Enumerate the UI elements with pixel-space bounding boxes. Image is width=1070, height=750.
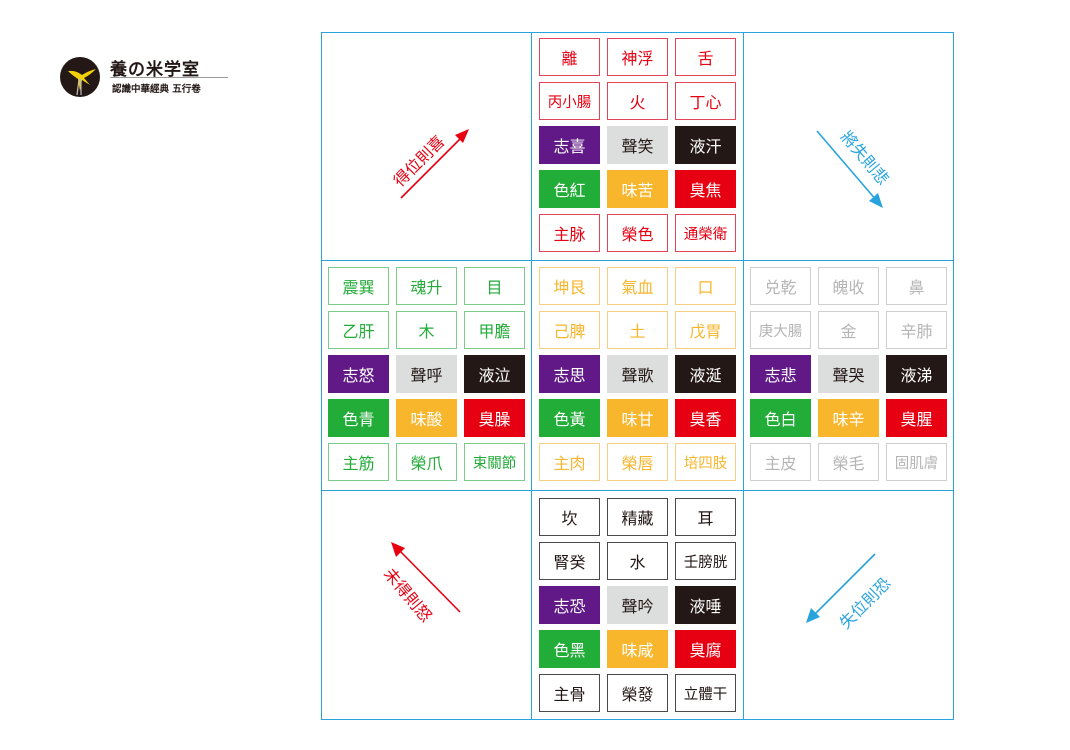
attribute-cell: 聲歌 <box>607 355 668 393</box>
element-block-fire: 離神浮舌丙小腸火丁心志喜聲笑液汗色紅味苦臭焦主脉榮色通榮衛 <box>539 38 736 252</box>
attribute-cell: 金 <box>818 311 879 349</box>
attribute-cell: 精藏 <box>607 498 668 536</box>
attribute-cell: 色紅 <box>539 170 600 208</box>
element-block-wood: 震巽魂升目乙肝木甲膽志怒聲呼液泣色青味酸臭臊主筋榮爪束關節 <box>328 267 525 481</box>
attribute-cell: 辛肺 <box>886 311 947 349</box>
attribute-cell: 坤艮 <box>539 267 600 305</box>
attribute-cell: 水 <box>607 542 668 580</box>
attribute-cell: 液唾 <box>675 586 736 624</box>
attribute-cell: 液泣 <box>464 355 525 393</box>
attribute-cell: 味酸 <box>396 399 457 437</box>
attribute-cell: 甲膽 <box>464 311 525 349</box>
attribute-cell: 戊胃 <box>675 311 736 349</box>
attribute-cell: 臭香 <box>675 399 736 437</box>
arrow-down-right-icon <box>816 130 883 208</box>
attribute-cell: 味辛 <box>818 399 879 437</box>
attribute-cell: 臭腥 <box>886 399 947 437</box>
attribute-cell: 榮爪 <box>396 443 457 481</box>
element-block-metal: 兑乾魄收鼻庚大腸金辛肺志悲聲哭液涕色白味辛臭腥主皮榮毛固肌膚 <box>750 267 947 481</box>
attribute-cell: 魄收 <box>818 267 879 305</box>
element-block-water: 坎精藏耳腎癸水壬膀胱志恐聲吟液唾色黑味咸臭腐主骨榮發立體干 <box>539 498 736 712</box>
logo-subtitle: 認識中華經典 五行卷 <box>112 84 201 95</box>
attribute-cell: 聲吟 <box>607 586 668 624</box>
attribute-cell: 主肉 <box>539 443 600 481</box>
attribute-cell: 志恐 <box>539 586 600 624</box>
attribute-cell: 志怒 <box>328 355 389 393</box>
attribute-cell: 壬膀胱 <box>675 542 736 580</box>
attribute-cell: 榮毛 <box>818 443 879 481</box>
attribute-cell: 耳 <box>675 498 736 536</box>
attribute-cell: 火 <box>607 82 668 120</box>
bird-logo-icon <box>60 57 100 97</box>
attribute-cell: 液涎 <box>675 355 736 393</box>
attribute-cell: 舌 <box>675 38 736 76</box>
attribute-cell: 震巽 <box>328 267 389 305</box>
attribute-cell: 榮色 <box>607 214 668 252</box>
attribute-cell: 兑乾 <box>750 267 811 305</box>
attribute-cell: 己脾 <box>539 311 600 349</box>
attribute-cell: 色黑 <box>539 630 600 668</box>
element-block-earth: 坤艮氣血口己脾土戊胃志思聲歌液涎色黃味甘臭香主肉榮唇培四肢 <box>539 267 736 481</box>
attribute-cell: 主筋 <box>328 443 389 481</box>
attribute-cell: 主骨 <box>539 674 600 712</box>
attribute-cell: 束關節 <box>464 443 525 481</box>
corner-bottom-right: 失位則恐 <box>791 542 911 652</box>
attribute-cell: 固肌膚 <box>886 443 947 481</box>
attribute-cell: 色黃 <box>539 399 600 437</box>
attribute-cell: 鼻 <box>886 267 947 305</box>
attribute-cell: 色白 <box>750 399 811 437</box>
attribute-cell: 臭焦 <box>675 170 736 208</box>
attribute-cell: 目 <box>464 267 525 305</box>
attribute-cell: 色青 <box>328 399 389 437</box>
attribute-cell: 魂升 <box>396 267 457 305</box>
five-elements-grid: 得位則喜 將失則悲 未得則怒 失位則恐 離神浮舌丙小腸火丁心志喜聲笑液汗色紅味苦… <box>321 32 954 720</box>
attribute-cell: 培四肢 <box>675 443 736 481</box>
attribute-cell: 腎癸 <box>539 542 600 580</box>
attribute-cell: 液汗 <box>675 126 736 164</box>
attribute-cell: 庚大腸 <box>750 311 811 349</box>
attribute-cell: 木 <box>396 311 457 349</box>
attribute-cell: 榮發 <box>607 674 668 712</box>
region-bottom-right <box>743 490 954 720</box>
attribute-cell: 離 <box>539 38 600 76</box>
attribute-cell: 神浮 <box>607 38 668 76</box>
arrow-down-left-icon <box>806 553 876 623</box>
attribute-cell: 聲笑 <box>607 126 668 164</box>
attribute-cell: 氣血 <box>607 267 668 305</box>
arrow-up-left-icon <box>391 542 461 613</box>
attribute-cell: 聲哭 <box>818 355 879 393</box>
attribute-cell: 丁心 <box>675 82 736 120</box>
attribute-cell: 主脉 <box>539 214 600 252</box>
attribute-cell: 味咸 <box>607 630 668 668</box>
attribute-cell: 臭臊 <box>464 399 525 437</box>
attribute-cell: 口 <box>675 267 736 305</box>
attribute-cell: 志悲 <box>750 355 811 393</box>
attribute-cell: 志思 <box>539 355 600 393</box>
attribute-cell: 坎 <box>539 498 600 536</box>
logo: 養の米学室 認識中華經典 五行卷 <box>60 55 230 100</box>
attribute-cell: 通榮衛 <box>675 214 736 252</box>
attribute-cell: 土 <box>607 311 668 349</box>
attribute-cell: 聲呼 <box>396 355 457 393</box>
attribute-cell: 主皮 <box>750 443 811 481</box>
logo-title: 養の米学室 <box>110 60 200 80</box>
attribute-cell: 乙肝 <box>328 311 389 349</box>
logo-divider <box>110 77 228 78</box>
attribute-cell: 臭腐 <box>675 630 736 668</box>
attribute-cell: 味苦 <box>607 170 668 208</box>
attribute-cell: 立體干 <box>675 674 736 712</box>
attribute-cell: 味甘 <box>607 399 668 437</box>
attribute-cell: 志喜 <box>539 126 600 164</box>
arrow-up-right-icon <box>400 129 469 199</box>
corner-top-right: 將失則悲 <box>801 117 921 227</box>
attribute-cell: 榮唇 <box>607 443 668 481</box>
corner-top-left: 得位則喜 <box>371 112 491 222</box>
attribute-cell: 液涕 <box>886 355 947 393</box>
corner-bottom-left: 未得則怒 <box>366 532 486 642</box>
attribute-cell: 丙小腸 <box>539 82 600 120</box>
